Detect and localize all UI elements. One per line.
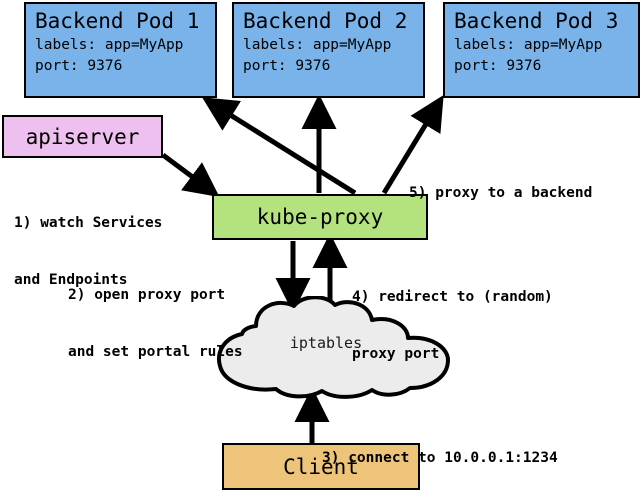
pod-labels: labels: app=MyApp: [454, 37, 603, 53]
pod-labels: labels: app=MyApp: [243, 37, 392, 53]
step-1-line-2: and Endpoints: [14, 272, 128, 288]
iptables-cloud: iptables: [186, 296, 466, 400]
pod-port: port: 9376: [35, 58, 123, 74]
step-4-line-1: 4) redirect to (random): [352, 289, 553, 305]
step-2-line-1: 2) open proxy port: [68, 287, 226, 303]
step-4-line-2: proxy port: [352, 346, 440, 362]
apiserver-label: apiserver: [25, 124, 140, 149]
pod-port: port: 9376: [454, 58, 542, 74]
step-2-line-2: and set portal rules: [68, 344, 243, 360]
pod-labels: labels: app=MyApp: [35, 37, 184, 53]
apiserver-node: apiserver: [2, 115, 163, 158]
pod-title: Backend Pod 3: [454, 9, 619, 33]
step-1-label: 1) watch Services and Endpoints: [14, 176, 162, 328]
step-2-label: 2) open proxy port and set portal rules: [68, 248, 243, 400]
step-1-line-1: 1) watch Services: [14, 215, 163, 231]
kube-proxy-label: kube-proxy: [256, 205, 384, 229]
pod-port: port: 9376: [243, 58, 331, 74]
backend-pod-2: Backend Pod 2 labels: app=MyApp port: 93…: [232, 2, 425, 98]
arrow-kubeproxy-to-pod1: [202, 97, 357, 196]
pod-title: Backend Pod 1: [35, 9, 200, 33]
backend-pod-1: Backend Pod 1 labels: app=MyApp port: 93…: [24, 2, 217, 98]
step-4-label: 4) redirect to (random) proxy port: [352, 250, 553, 402]
pod-title: Backend Pod 2: [243, 9, 408, 33]
arrow-apiserver-to-kubeproxy: [161, 152, 220, 198]
client-node: Client: [222, 443, 420, 490]
step-5-label: 5) proxy to a backend: [409, 146, 592, 241]
step-3-label: 3) connect to 10.0.0.1:1234: [322, 411, 558, 494]
kube-proxy-node: kube-proxy: [212, 194, 428, 240]
client-label: Client: [283, 454, 359, 479]
step-5-line-1: 5) proxy to a backend: [409, 185, 593, 201]
backend-pod-3: Backend Pod 3 labels: app=MyApp port: 93…: [443, 2, 640, 98]
step-3-line-1: 3) connect to 10.0.0.1:1234: [322, 450, 558, 466]
iptables-label: iptables: [289, 334, 363, 352]
